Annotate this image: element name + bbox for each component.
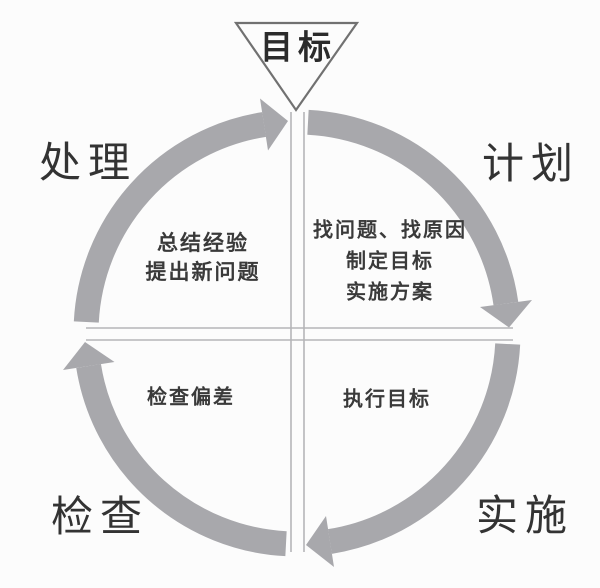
arrowhead-bottom-icon	[306, 516, 334, 567]
arrowhead-top-icon	[260, 98, 288, 151]
stage-label-plan: 计划	[481, 142, 581, 188]
plan-detail-line: 制定目标	[346, 250, 434, 273]
stage-label-check: 检查	[50, 495, 150, 541]
goal-label: 目标	[260, 30, 336, 67]
arc-act-quadrant	[73, 112, 267, 323]
arc-plan-quadrant	[307, 109, 519, 306]
plan-details: 找问题、找原因 制定目标 实施方案	[313, 216, 467, 309]
arc-check-quadrant	[76, 363, 287, 557]
arrowhead-left-icon	[63, 342, 115, 370]
plan-detail-line: 实施方案	[346, 281, 434, 304]
stage-label-do: 实施	[475, 494, 575, 540]
check-detail-line: 检查偏差	[147, 386, 235, 409]
act-detail-line: 总结经验	[157, 232, 249, 255]
check-details: 检查偏差	[147, 383, 235, 414]
stage-label-act: 处理	[38, 141, 138, 187]
plan-detail-line: 找问题、找原因	[313, 219, 467, 242]
cycle-arcs	[73, 109, 521, 557]
act-details: 总结经验 提出新问题	[146, 229, 261, 287]
cycle-arrowheads	[63, 98, 532, 567]
do-detail-line: 执行目标	[343, 388, 431, 411]
act-detail-line: 提出新问题	[145, 261, 261, 284]
arc-do-quadrant	[327, 343, 521, 554]
do-details: 执行目标	[343, 385, 431, 416]
goal-triangle	[233, 21, 360, 112]
arrowhead-right-icon	[480, 300, 532, 328]
quadrant-dividers	[86, 112, 513, 552]
